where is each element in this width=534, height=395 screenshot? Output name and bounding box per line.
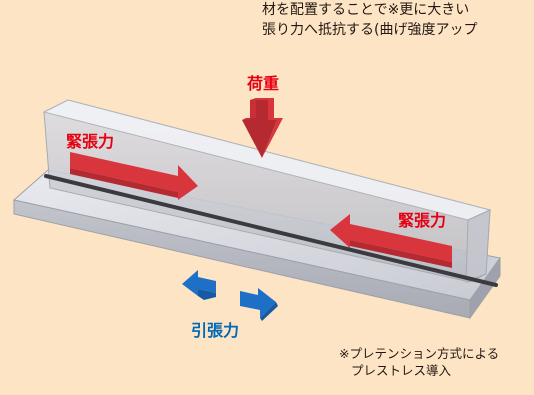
footnote: ※プレテンション方式による プレストレス導入 — [339, 345, 499, 379]
tendon-line — [44, 174, 498, 287]
load-label: 荷重 — [247, 74, 280, 93]
tensile-arrow-right — [240, 288, 278, 321]
intro-line-1: 材を配置することで※更に大きい — [262, 2, 470, 18]
footnote-line-2: プレストレス導入 — [351, 363, 452, 378]
tensile-label: 引張力 — [191, 321, 240, 340]
tension-arrow-right — [70, 152, 198, 200]
footnote-line-1: ※プレテンション方式による — [339, 346, 500, 361]
intro-line-2: 張り力へ抵抗する(曲げ強度アップ — [262, 22, 478, 38]
tensile-arrow-left — [182, 270, 216, 300]
load-arrow — [242, 98, 283, 158]
tension-label-right: 緊張力 — [398, 211, 447, 230]
tension-label-left: 緊張力 — [66, 132, 115, 151]
tension-arrow-left — [330, 214, 452, 268]
beam-web-end — [465, 209, 491, 283]
beam-flange-end — [469, 256, 501, 320]
intro-text: 材を配置することで※更に大きい 張り力へ抵抗する(曲げ強度アップ — [262, 0, 477, 40]
